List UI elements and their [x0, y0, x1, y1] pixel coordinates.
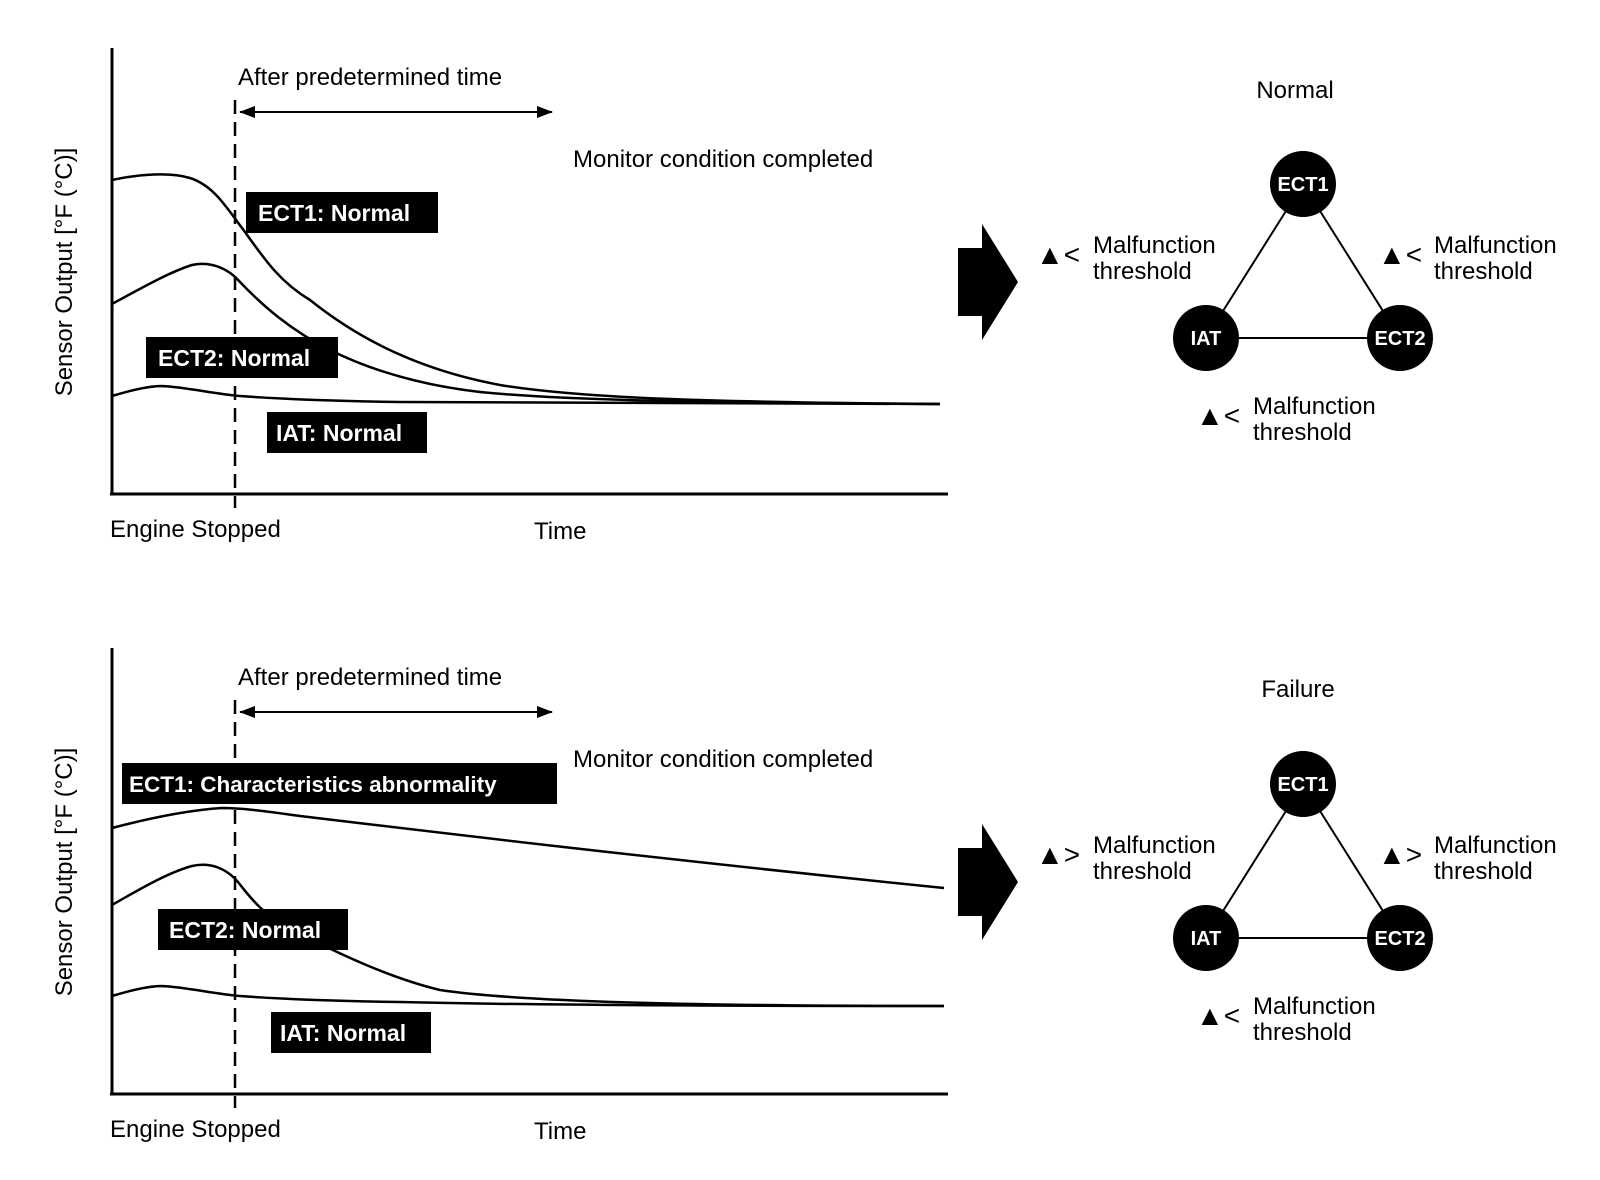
threshold-line2: threshold: [1434, 258, 1533, 285]
ect1-status-label: ECT1: Characteristics abnormality: [122, 763, 557, 804]
x-axis-label: Time: [534, 1118, 586, 1145]
node-iat: IAT: [1173, 305, 1239, 371]
threshold-line2: threshold: [1253, 1019, 1352, 1046]
ect1-curve: [111, 173, 941, 406]
threshold-symbol: ▲>: [1378, 839, 1422, 870]
threshold-line1: Malfunction: [1434, 832, 1557, 859]
threshold-symbol: ▲<: [1036, 239, 1080, 270]
threshold-line2: threshold: [1253, 419, 1352, 446]
svg-text:ECT2: Normal: ECT2: Normal: [158, 345, 310, 371]
svg-text:IAT: Normal: IAT: Normal: [280, 1020, 406, 1046]
threshold-note-left: ▲< Malfunction threshold: [1036, 232, 1216, 285]
svg-text:ECT1: Characteristics abnormal: ECT1: Characteristics abnormality: [129, 772, 497, 797]
predetermined-time-label: After predetermined time: [238, 64, 502, 91]
ect1-status-label: ECT1: Normal: [246, 192, 438, 233]
threshold-line2: threshold: [1434, 858, 1533, 885]
threshold-note-left: ▲> Malfunction threshold: [1036, 832, 1216, 885]
x-axis-label: Time: [534, 518, 586, 545]
ect2-status-label: ECT2: Normal: [146, 337, 338, 378]
result-arrow-icon: [958, 824, 1018, 940]
threshold-note-bottom: ▲< Malfunction threshold: [1196, 993, 1376, 1046]
engine-stopped-label: Engine Stopped: [110, 1116, 281, 1143]
svg-text:ECT1: Normal: ECT1: Normal: [258, 200, 410, 226]
sensor-output-chart: Sensor Output [°F (°C)] Engine Stopped T…: [51, 48, 948, 545]
threshold-line1: Malfunction: [1253, 393, 1376, 420]
ect2-status-label: ECT2: Normal: [158, 909, 348, 950]
sensor-comparison-triangle: Failure ECT1 IAT ECT2 ▲> Malfunction thr…: [1036, 676, 1557, 1046]
threshold-line2: threshold: [1093, 858, 1192, 885]
node-ect1: ECT1: [1270, 751, 1336, 817]
threshold-symbol: ▲<: [1196, 1000, 1240, 1031]
threshold-symbol: ▲<: [1378, 239, 1422, 270]
svg-text:ECT2: ECT2: [1374, 328, 1425, 350]
svg-text:IAT: Normal: IAT: Normal: [276, 420, 402, 446]
panel-normal: Sensor Output [°F (°C)] Engine Stopped T…: [51, 48, 1557, 545]
threshold-note-right: ▲> Malfunction threshold: [1378, 832, 1557, 885]
node-ect2: ECT2: [1367, 305, 1433, 371]
ect1-curve: [111, 806, 945, 890]
threshold-note-bottom: ▲< Malfunction threshold: [1196, 393, 1376, 446]
threshold-line1: Malfunction: [1093, 232, 1216, 259]
y-axis-label: Sensor Output [°F (°C)]: [51, 148, 78, 397]
iat-curve: [111, 384, 941, 406]
engine-stopped-label: Engine Stopped: [110, 516, 281, 543]
threshold-line2: threshold: [1093, 258, 1192, 285]
predetermined-time-label: After predetermined time: [238, 664, 502, 691]
iat-status-label: IAT: Normal: [267, 412, 427, 453]
sensor-output-chart: Sensor Output [°F (°C)] Engine Stopped T…: [51, 648, 948, 1145]
iat-curve: [111, 984, 945, 1008]
threshold-note-right: ▲< Malfunction threshold: [1378, 232, 1557, 285]
threshold-line1: Malfunction: [1253, 993, 1376, 1020]
sensor-comparison-triangle: Normal ECT1 IAT ECT2 ▲< Malfunction thre…: [1036, 77, 1557, 446]
iat-status-label: IAT: Normal: [271, 1012, 431, 1053]
svg-text:IAT: IAT: [1191, 328, 1222, 350]
svg-text:ECT1: ECT1: [1277, 774, 1328, 796]
threshold-symbol: ▲<: [1196, 400, 1240, 431]
svg-text:IAT: IAT: [1191, 928, 1222, 950]
threshold-symbol: ▲>: [1036, 839, 1080, 870]
monitor-condition-label: Monitor condition completed: [573, 146, 873, 173]
svg-text:ECT2: Normal: ECT2: Normal: [169, 917, 321, 943]
node-ect2: ECT2: [1367, 905, 1433, 971]
y-axis-label: Sensor Output [°F (°C)]: [51, 748, 78, 997]
threshold-line1: Malfunction: [1434, 232, 1557, 259]
node-ect1: ECT1: [1270, 151, 1336, 217]
state-title: Failure: [1261, 676, 1334, 703]
threshold-line1: Malfunction: [1093, 832, 1216, 859]
monitor-condition-label: Monitor condition completed: [573, 746, 873, 773]
state-title: Normal: [1256, 77, 1333, 104]
node-iat: IAT: [1173, 905, 1239, 971]
ect2-curve: [111, 262, 941, 406]
svg-text:ECT1: ECT1: [1277, 174, 1328, 196]
result-arrow-icon: [958, 224, 1018, 340]
panel-failure: Sensor Output [°F (°C)] Engine Stopped T…: [51, 648, 1557, 1145]
svg-text:ECT2: ECT2: [1374, 928, 1425, 950]
